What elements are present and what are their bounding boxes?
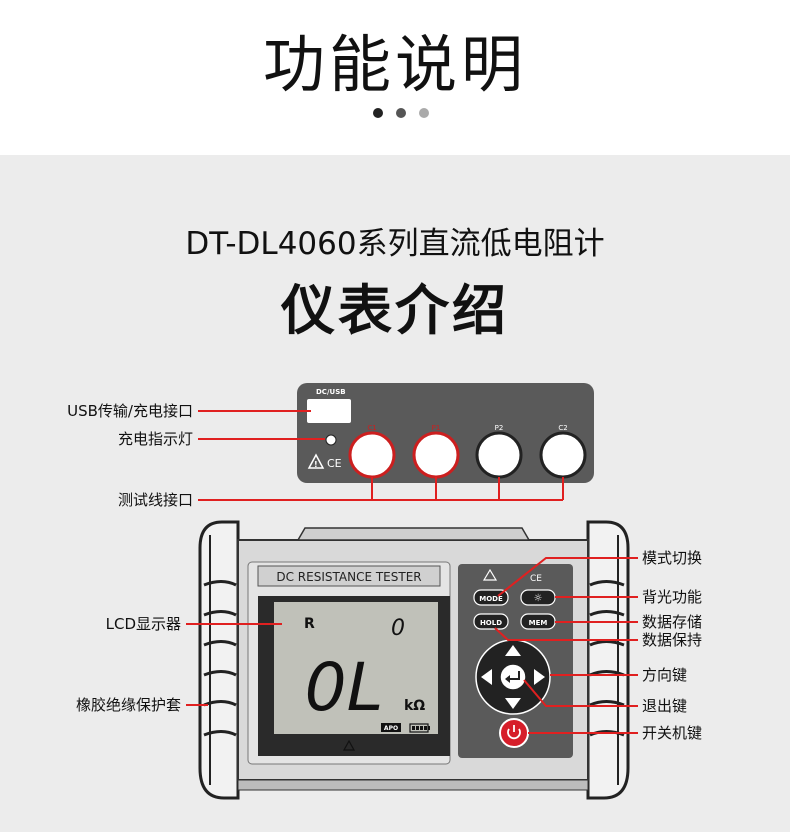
page-title: 功能说明 xyxy=(262,28,527,101)
section-title: 仪表介绍 xyxy=(281,279,509,342)
usb-port[interactable] xyxy=(307,399,351,423)
arrow-right-icon[interactable] xyxy=(534,669,545,685)
lcd-unit: kΩ xyxy=(404,698,425,714)
callout-test-leads: 测试线接口 xyxy=(117,491,193,509)
rubber-boot-left xyxy=(198,520,240,800)
return-icon xyxy=(508,671,520,680)
mem-button-label: MEM xyxy=(529,619,548,627)
warning-icon xyxy=(342,739,356,751)
hold-button-label: HOLD xyxy=(480,619,502,627)
lcd-screen xyxy=(274,602,438,734)
page-header: 功能说明 xyxy=(0,0,790,155)
callout-data-hold: 数据保持 xyxy=(642,631,703,649)
lcd-apo-badge: APO xyxy=(384,725,398,732)
warning-icon xyxy=(482,568,498,581)
jack-c1-label: C1 xyxy=(367,424,376,432)
backlight-icon: ☼ xyxy=(534,593,543,604)
jack-c1[interactable] xyxy=(348,431,396,479)
power-button[interactable] xyxy=(499,718,529,748)
jack-p1[interactable] xyxy=(412,431,460,479)
callout-mode-switch: 模式切换 xyxy=(642,549,703,567)
hold-button[interactable]: HOLD xyxy=(473,613,509,630)
battery-icon xyxy=(409,723,430,733)
jack-c2-label: C2 xyxy=(558,424,567,432)
jack-p1-label: P1 xyxy=(432,424,441,432)
panel-ce-mark: CE xyxy=(530,574,542,584)
carousel-dot-3[interactable] xyxy=(419,108,429,118)
callout-usb-port: USB传输/充电接口 xyxy=(67,402,193,420)
lcd-mode-letter: R xyxy=(304,616,315,632)
exit-button[interactable] xyxy=(499,663,527,691)
callout-lines xyxy=(186,410,638,734)
jack-c2[interactable] xyxy=(539,431,587,479)
product-subtitle: DT-DL4060系列直流低电阻计 xyxy=(185,226,605,262)
jack-p2[interactable] xyxy=(475,431,523,479)
rubber-boot-right xyxy=(586,520,630,800)
arrow-down-icon[interactable] xyxy=(505,698,521,709)
jack-p2-label: P2 xyxy=(495,424,504,432)
warning-icon: ! xyxy=(307,453,325,469)
usb-port-label: DC/USB xyxy=(316,388,346,396)
callout-rubber-boot: 橡胶绝缘保护套 xyxy=(75,696,181,714)
charge-led xyxy=(325,434,337,446)
callout-backlight: 背光功能 xyxy=(642,588,703,606)
lcd-main-reading: 0L xyxy=(305,649,384,726)
arrow-up-icon[interactable] xyxy=(505,645,521,656)
mode-button-label: MODE xyxy=(479,595,503,603)
carousel-dot-2[interactable] xyxy=(396,108,406,118)
lcd-range-digit: 0 xyxy=(391,616,405,641)
top-panel: DC/USB ! CE C1 P1 P2 C2 xyxy=(297,383,594,483)
ce-mark: CE xyxy=(327,457,342,470)
callout-exit-key: 退出键 xyxy=(642,697,688,715)
callout-power-key: 开关机键 xyxy=(642,724,703,742)
callout-charge-led: 充电指示灯 xyxy=(117,430,193,448)
mem-button[interactable]: MEM xyxy=(520,613,556,630)
arrow-left-icon[interactable] xyxy=(481,669,492,685)
svg-text:!: ! xyxy=(314,460,318,469)
power-icon xyxy=(507,728,521,740)
callout-data-store: 数据存储 xyxy=(642,613,703,631)
backlight-button[interactable]: ☼ xyxy=(520,589,556,606)
callout-lcd: LCD显示器 xyxy=(105,615,181,633)
device-front: DC RESISTANCE TESTER R 0 0L kΩ APO CE MO… xyxy=(198,520,630,800)
carousel-dot-1[interactable] xyxy=(373,108,383,118)
display-title: DC RESISTANCE TESTER xyxy=(276,570,421,584)
callout-arrow-keys: 方向键 xyxy=(642,666,688,684)
